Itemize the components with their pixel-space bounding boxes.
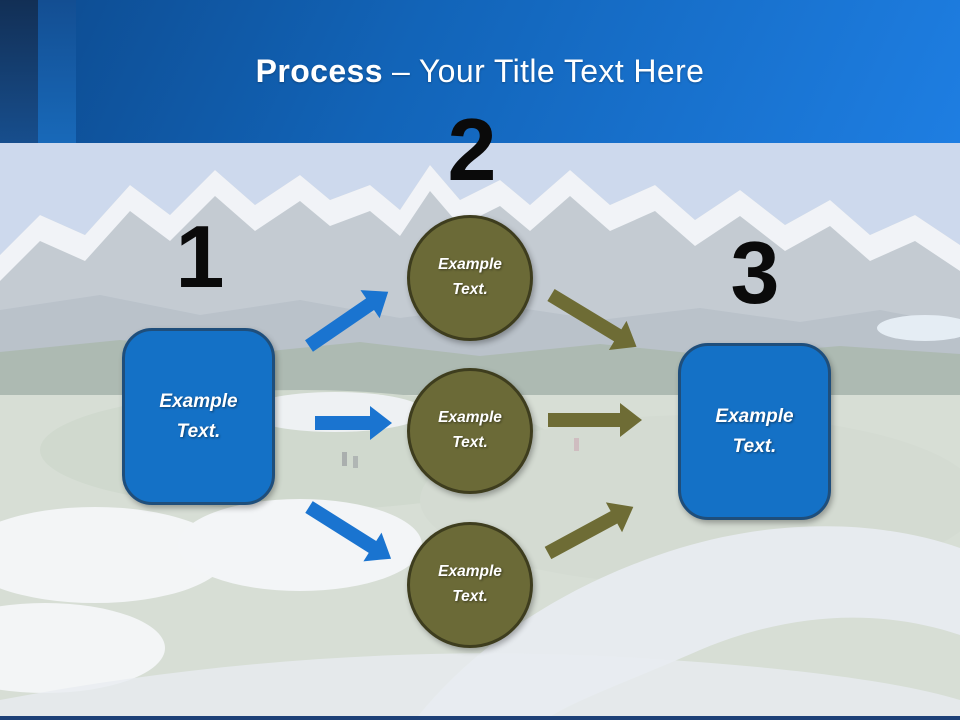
figure-speck-1: [342, 452, 347, 466]
figure-speck-2: [353, 456, 358, 468]
sand-patch-2: [0, 603, 165, 693]
process-circle-3[interactable]: Example Text.: [407, 522, 533, 648]
process-circle-2-label: Example Text.: [438, 409, 502, 451]
bottom-accent-bar: [0, 716, 960, 720]
step-number-2: 2: [447, 100, 497, 199]
cart-path-2: [0, 653, 960, 720]
slide-title[interactable]: Process– Your Title Text Here: [0, 53, 960, 90]
header-stripe-dark: [0, 0, 38, 143]
mountain-snow: [0, 165, 960, 281]
process-circle-1[interactable]: Example Text.: [407, 215, 533, 341]
step-number-3: 3: [730, 223, 780, 322]
header-band: Process– Your Title Text Here: [0, 0, 960, 143]
process-box-end-label: Example Text.: [715, 406, 794, 457]
figure-speck-3: [574, 438, 579, 451]
header-stripe-mid: [38, 0, 76, 143]
step-number-1: 1: [175, 207, 225, 306]
title-rest: – Your Title Text Here: [391, 53, 705, 89]
process-box-start-label: Example Text.: [159, 391, 238, 442]
process-box-end[interactable]: Example Text.: [678, 343, 831, 520]
title-keyword: Process: [255, 53, 383, 89]
sand-patch-1: [0, 507, 227, 603]
process-circle-3-label: Example Text.: [438, 563, 502, 605]
process-circle-2[interactable]: Example Text.: [407, 368, 533, 494]
pond: [877, 315, 960, 341]
process-circle-1-label: Example Text.: [438, 256, 502, 298]
process-box-start[interactable]: Example Text.: [122, 328, 275, 505]
